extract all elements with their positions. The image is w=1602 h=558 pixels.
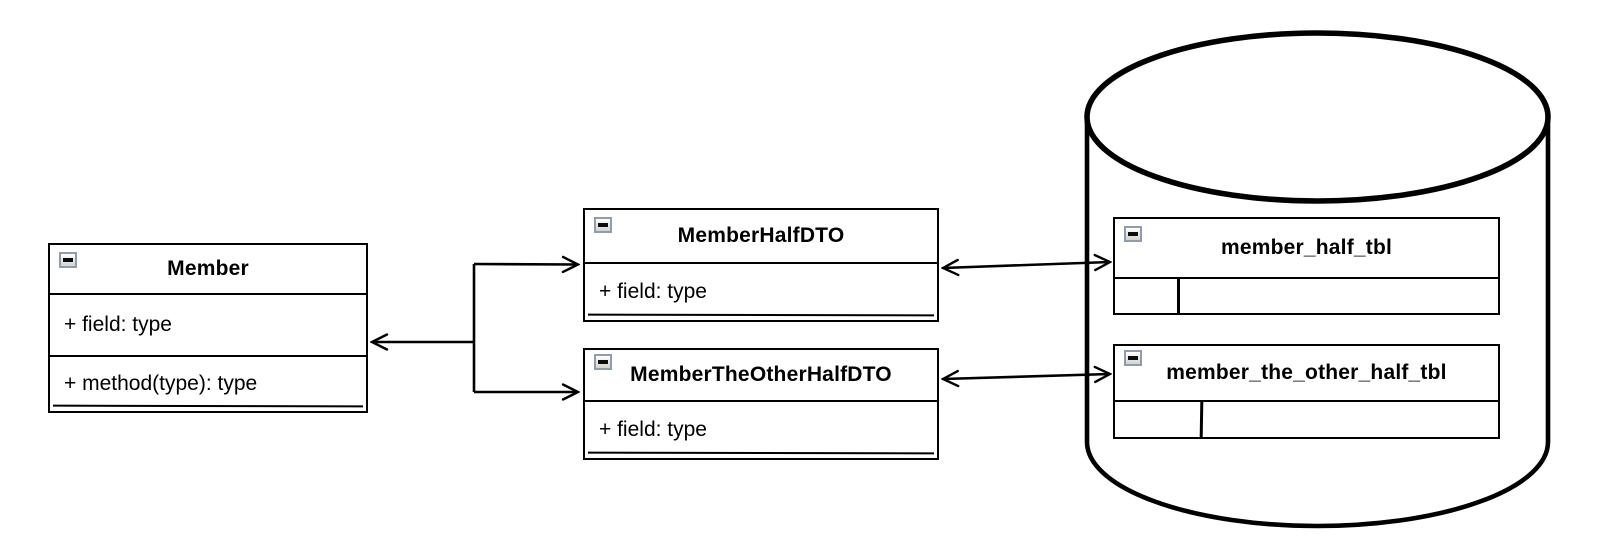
db-table-member-the-other-half-tbl[interactable]: member_the_other_half_tbl <box>1113 344 1500 439</box>
table-title-member-half-tbl: member_half_tbl <box>1220 236 1393 259</box>
collapse-minus-icon[interactable] <box>1124 226 1142 242</box>
collapse-minus-icon[interactable] <box>594 354 612 370</box>
table-column-divider <box>1199 401 1203 438</box>
class-member-row-method: + method(type): type <box>50 355 366 411</box>
edge-member-the-other-half-dto-to-table[interactable] <box>943 374 1110 379</box>
collapse-minus-icon[interactable] <box>594 217 612 233</box>
edge-member-half-dto-to-table[interactable] <box>943 262 1110 268</box>
table-title-member-the-other-half-tbl: member_the_other_half_tbl <box>1166 361 1447 384</box>
table-row-empty <box>1115 277 1498 313</box>
class-title-member-half-dto: MemberHalfDTO <box>677 224 845 247</box>
class-box-member[interactable]: Member + field: type + method(type): typ… <box>48 243 368 413</box>
table-row-empty <box>1115 400 1498 438</box>
database-cylinder-shape[interactable] <box>1084 30 1551 529</box>
edge-arrow-to-member-half-dto[interactable] <box>473 264 578 265</box>
class-box-member-the-other-half-dto[interactable]: MemberTheOtherHalfDTO + field: type <box>583 348 939 460</box>
class-box-member-half-dto[interactable]: MemberHalfDTO + field: type <box>583 208 939 322</box>
class-member-half-dto-row-field: + field: type <box>585 262 937 320</box>
class-member-row-field: + field: type <box>50 293 366 355</box>
collapse-minus-icon[interactable] <box>59 252 77 268</box>
class-title-member: Member <box>167 257 249 280</box>
class-title-member-the-other-half-dto: MemberTheOtherHalfDTO <box>630 363 892 386</box>
collapse-minus-icon[interactable] <box>1124 350 1142 366</box>
table-column-divider <box>1177 279 1180 313</box>
class-member-the-other-half-dto-row-field: + field: type <box>585 400 937 458</box>
db-table-member-half-tbl[interactable]: member_half_tbl <box>1113 217 1500 315</box>
